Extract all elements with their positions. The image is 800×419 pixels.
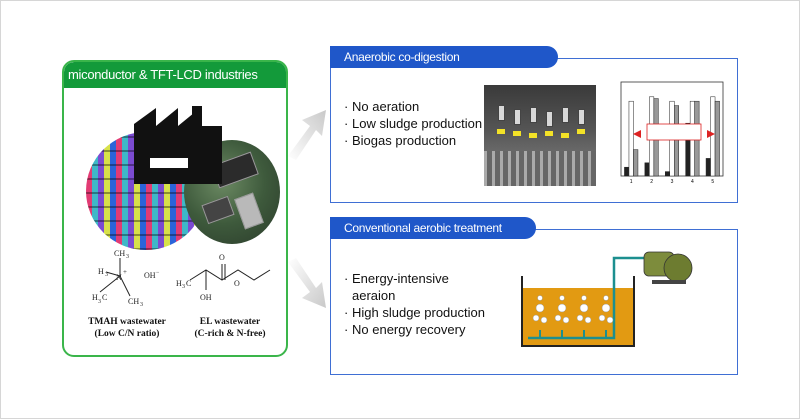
anaerobic-title: Anaerobic co-digestion	[330, 46, 558, 68]
callout-arrow-right-icon	[707, 130, 715, 138]
el-label-name: EL wastewater	[199, 317, 261, 327]
bar-series-1-5	[705, 158, 711, 177]
svg-text:O: O	[234, 279, 240, 288]
tank-wall	[521, 276, 635, 347]
svg-text:3: 3	[98, 299, 101, 305]
svg-text:N: N	[116, 273, 122, 282]
list-item: ·No aeration	[344, 99, 420, 114]
svg-text:3: 3	[126, 254, 129, 260]
svg-text:C: C	[186, 279, 191, 288]
svg-text:H: H	[176, 279, 182, 288]
x-tick-label: 2	[650, 179, 653, 185]
svg-text:3: 3	[105, 272, 108, 278]
anaerobic-bullets: ·No aeration ·Low sludge production ·Bio…	[344, 98, 482, 149]
blower-icon	[643, 251, 693, 284]
svg-text:C: C	[102, 293, 107, 302]
list-item: ·Energy-intensive	[344, 271, 449, 286]
list-item: ·No energy recovery	[344, 322, 466, 337]
svg-text:3: 3	[140, 302, 143, 308]
svg-text:3: 3	[182, 284, 185, 290]
bar-series-1-1	[624, 166, 630, 177]
bar-series-2-1	[628, 100, 634, 177]
el-label-property: (C-rich & N-free)	[194, 329, 266, 339]
x-tick-label: 5	[711, 179, 714, 185]
air-bubbles	[532, 295, 614, 324]
tmah-label-name: TMAH wastewater	[88, 317, 166, 327]
list-item: ·Low sludge production	[344, 116, 483, 131]
svg-text:CH: CH	[128, 297, 139, 306]
bar-series-2-5	[710, 96, 716, 177]
arrow-to-anaerobic-icon	[288, 110, 326, 160]
callout-arrow-left-icon	[633, 130, 641, 138]
x-tick-label: 4	[691, 179, 694, 185]
bar-series-3-1	[633, 149, 639, 177]
chart-callout-box	[646, 123, 702, 141]
svg-text:OH: OH	[144, 271, 156, 280]
aeration-tank-icon	[521, 251, 693, 347]
diffuser-line	[539, 330, 607, 338]
svg-text:+: +	[123, 268, 127, 276]
biogas-bar-chart: 1 2 3 4 5	[620, 81, 724, 185]
svg-text:CH: CH	[114, 249, 125, 258]
aerobic-bullets: ·Energy-intensive aeraion ·High sludge p…	[344, 270, 485, 338]
factory-icon	[134, 106, 222, 184]
arrow-to-aerobic-icon	[288, 258, 326, 308]
tmah-label: TMAH wastewater (Low C/N ratio)	[82, 316, 172, 340]
bar-series-3-3	[674, 105, 679, 177]
industry-panel-title: miconductor & TFT-LCD industries	[64, 62, 286, 88]
air-pipe	[612, 256, 646, 276]
tmah-label-ratio: (Low C/N ratio)	[94, 329, 160, 339]
bar-series-3-5	[714, 100, 720, 177]
bar-series-1-2	[644, 162, 650, 177]
svg-text:O: O	[219, 253, 225, 262]
x-tick-label: 3	[671, 179, 674, 185]
list-item: ·Biogas production	[344, 133, 457, 148]
list-item: aeraion	[352, 288, 396, 303]
digester-photo	[484, 85, 596, 186]
svg-text:H: H	[98, 267, 104, 276]
x-tick-label: 1	[630, 179, 633, 185]
svg-text:OH: OH	[200, 293, 212, 302]
svg-text:−: −	[156, 270, 160, 276]
svg-text:H: H	[92, 293, 98, 302]
el-label: EL wastewater (C-rich & N-free)	[178, 316, 282, 340]
bar-series-1-3	[665, 171, 670, 177]
aerobic-title: Conventional aerobic treatment	[330, 217, 536, 239]
list-item: ·High sludge production	[344, 305, 485, 320]
